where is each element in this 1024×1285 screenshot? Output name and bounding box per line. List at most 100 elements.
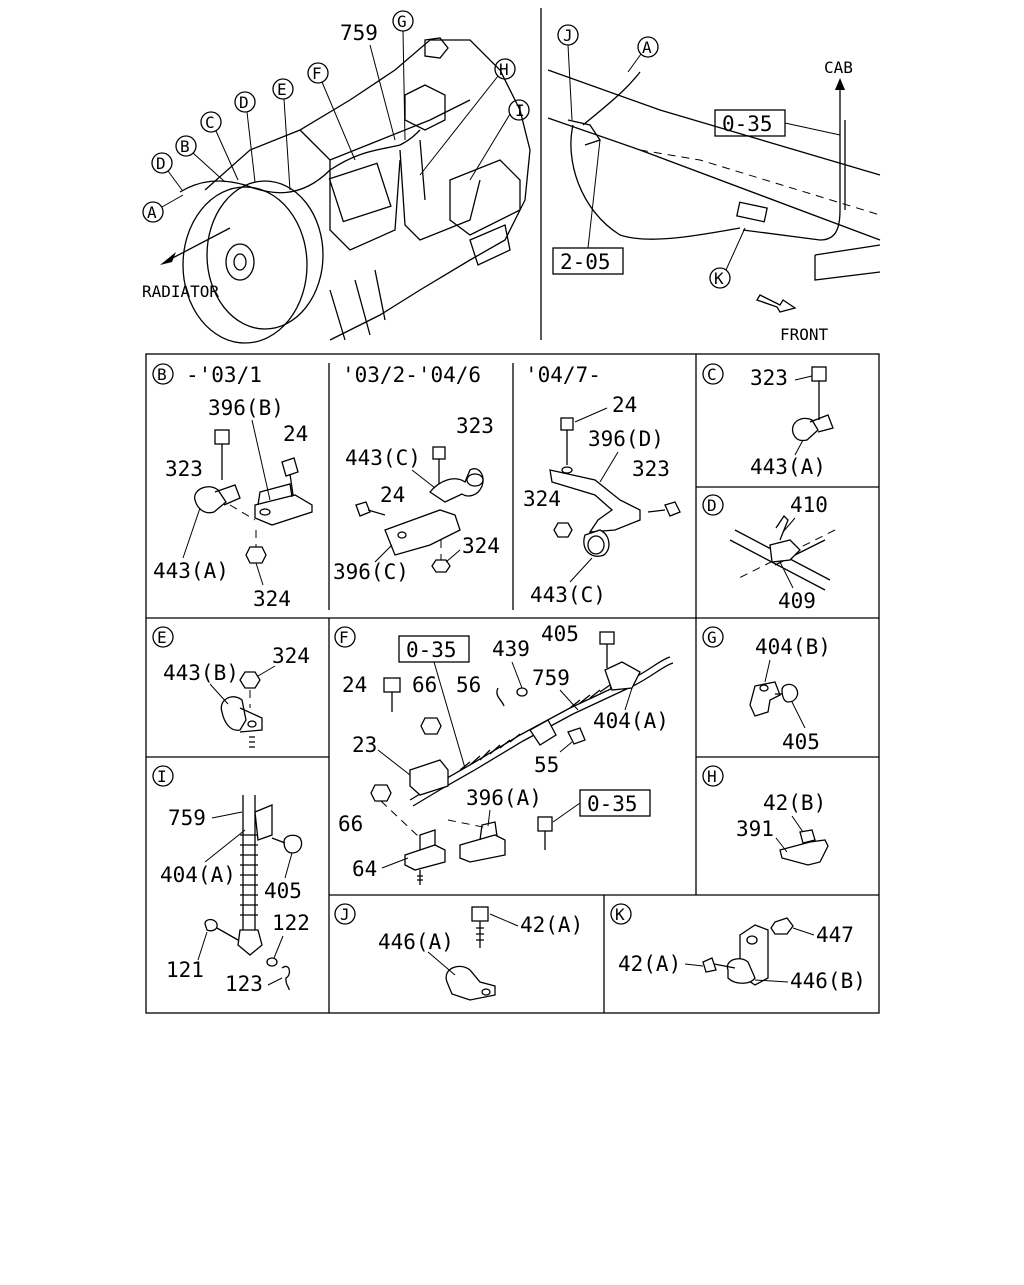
label-123: 123 [225, 972, 263, 996]
panel-F-letter: F [339, 628, 349, 647]
svg-text:B: B [180, 137, 190, 156]
label-759-I: 759 [168, 806, 206, 830]
radiator-arrowhead [160, 252, 176, 265]
panel-C-letter: C [707, 365, 717, 384]
label-396C: 396(C) [333, 560, 409, 584]
label-323-C: 323 [750, 366, 788, 390]
label-324-v3: 324 [523, 487, 561, 511]
bracket-J [567, 119, 602, 146]
callout-I: I [469, 99, 530, 181]
label-405-F: 405 [541, 622, 579, 646]
radiator-arrow [164, 227, 231, 263]
callout-C: C [200, 111, 239, 181]
svg-text:D: D [156, 154, 166, 173]
label-323-v2: 323 [456, 414, 494, 438]
leader-205 [587, 139, 601, 249]
label-405-I: 405 [264, 879, 302, 903]
cable-upper [582, 71, 641, 126]
label-443C-v2: 443(C) [345, 446, 421, 470]
panel-G-letter: G [707, 628, 717, 647]
svg-text:I: I [515, 101, 525, 120]
label-42A-J: 42(A) [520, 913, 583, 937]
label-410: 410 [790, 493, 828, 517]
panel-J: J 446(A) 42(A) [334, 903, 583, 1001]
flywheel-back [206, 180, 324, 330]
label-443B: 443(B) [163, 661, 239, 685]
label-56: 56 [456, 673, 481, 697]
engine-side [329, 159, 401, 251]
svg-text:K: K [714, 269, 724, 288]
label-55: 55 [534, 753, 559, 777]
ref-205-label: 2-05 [560, 250, 611, 274]
cable-drop [419, 139, 426, 201]
leader-759 [369, 44, 396, 141]
label-66-F-b: 66 [338, 812, 363, 836]
ref-035-F-b: 0-35 [587, 792, 638, 816]
radiator-label: RADIATOR [142, 282, 219, 301]
cab-overview: CAB 0-35 2-05 J A K FRONT [547, 24, 881, 344]
part-759-label: 759 [340, 21, 378, 45]
label-396B: 396(B) [208, 396, 284, 420]
variant-3-label: '04/7- [525, 363, 601, 387]
front-arrow [756, 294, 797, 313]
svg-text:J: J [563, 26, 573, 45]
frame-rail-back [547, 69, 881, 176]
label-66-F-a: 66 [412, 673, 437, 697]
callout-D-lower: D [151, 152, 183, 191]
label-23: 23 [352, 733, 377, 757]
label-439: 439 [492, 637, 530, 661]
cable-riser [742, 120, 841, 241]
detail-grid [145, 353, 880, 1014]
panel-K-letter: K [615, 905, 625, 924]
panel-E: E 443(B) 324 [152, 626, 310, 748]
svg-text:F: F [312, 64, 322, 83]
label-443A-v1: 443(A) [153, 559, 229, 583]
callout-E: E [272, 78, 294, 191]
panel-D: D 410 409 [702, 493, 836, 613]
label-404A-I: 404(A) [160, 863, 236, 887]
label-42B: 42(B) [763, 791, 826, 815]
label-405-G: 405 [782, 730, 820, 754]
label-446A: 446(A) [378, 930, 454, 954]
label-324-v2: 324 [462, 534, 500, 558]
callout-D: D [234, 91, 256, 183]
variant-3-drawing [549, 417, 681, 557]
callout-A-right: A [627, 36, 659, 73]
panel-K: K 447 42(A) 446(B) [610, 903, 866, 993]
label-121: 121 [166, 958, 204, 982]
label-409: 409 [778, 589, 816, 613]
engine-starter [449, 159, 521, 236]
callout-F: F [307, 62, 356, 161]
label-447: 447 [816, 923, 854, 947]
label-64: 64 [352, 857, 377, 881]
svg-text:A: A [642, 38, 652, 57]
frame-hidden [639, 149, 881, 216]
variant-1-drawing [194, 429, 313, 564]
label-404A-F: 404(A) [593, 709, 669, 733]
engine-body [204, 39, 531, 341]
label-323-v1: 323 [165, 457, 203, 481]
variant-2-label: '03/2-'04/6 [342, 363, 481, 387]
engine-cover [328, 162, 392, 223]
ref-035-F-a: 0-35 [406, 638, 457, 662]
panel-E-letter: E [157, 628, 167, 647]
leader-035 [784, 122, 841, 136]
engine-ribs [329, 269, 386, 341]
panel-D-letter: D [707, 496, 717, 515]
cable-ribs-F2 [569, 679, 621, 709]
label-122: 122 [272, 911, 310, 935]
svg-text:A: A [147, 203, 157, 222]
label-24-v2: 24 [380, 483, 405, 507]
callout-J: J [557, 24, 579, 121]
label-443A-C: 443(A) [750, 455, 826, 479]
cable-ribs-F1 [459, 733, 521, 771]
panel-J-letter: J [340, 905, 350, 924]
label-404B: 404(B) [755, 635, 831, 659]
cab-label: CAB [824, 58, 853, 77]
label-24-v3: 24 [612, 393, 637, 417]
flywheel-hub [225, 243, 255, 281]
panel-I: I 759 404(A) 405 122 121 123 [152, 765, 310, 996]
label-24-F: 24 [342, 673, 367, 697]
label-443C-v3: 443(C) [530, 583, 606, 607]
